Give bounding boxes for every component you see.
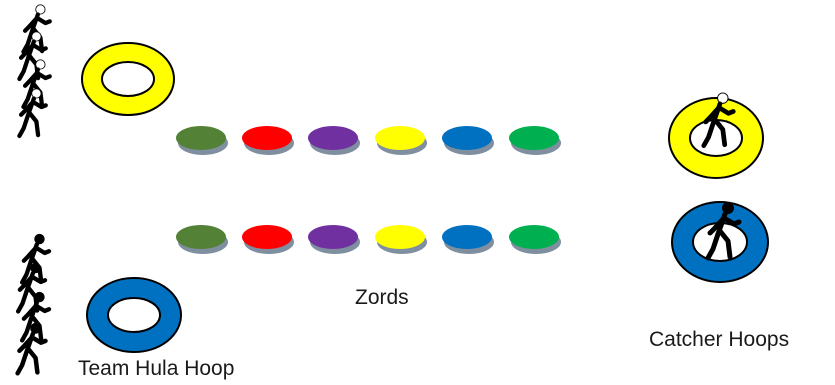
walking-person-icon [22,234,49,282]
zord-disc-icon [176,126,228,155]
zord-disc-icon [308,126,360,155]
catcher-hoop-yellow [668,93,764,179]
zords-row-top [176,126,561,155]
zord-disc-icon [375,126,427,155]
team-black-walkers [18,234,49,373]
zord-disc-icon [308,225,360,254]
team-hula-hoop-label: Team Hula Hoop [78,357,235,380]
catcher-hoop-blue [671,202,769,283]
team-hula-hoop-icon [86,277,182,353]
zord-disc-icon [509,225,561,254]
team-white-walkers [19,5,49,136]
zord-disc-icon [375,225,427,254]
zord-disc-icon [442,225,494,254]
zords-label: Zords [355,286,409,309]
zord-disc-icon [176,225,228,254]
hula-hoop-icon [81,42,175,116]
zords-row-bottom [176,225,561,254]
zord-disc-icon [242,126,294,155]
zord-disc-icon [509,126,561,155]
catcher-hoops-label: Catcher Hoops [649,328,790,351]
zord-disc-icon [242,225,294,254]
zord-disc-icon [442,126,494,155]
